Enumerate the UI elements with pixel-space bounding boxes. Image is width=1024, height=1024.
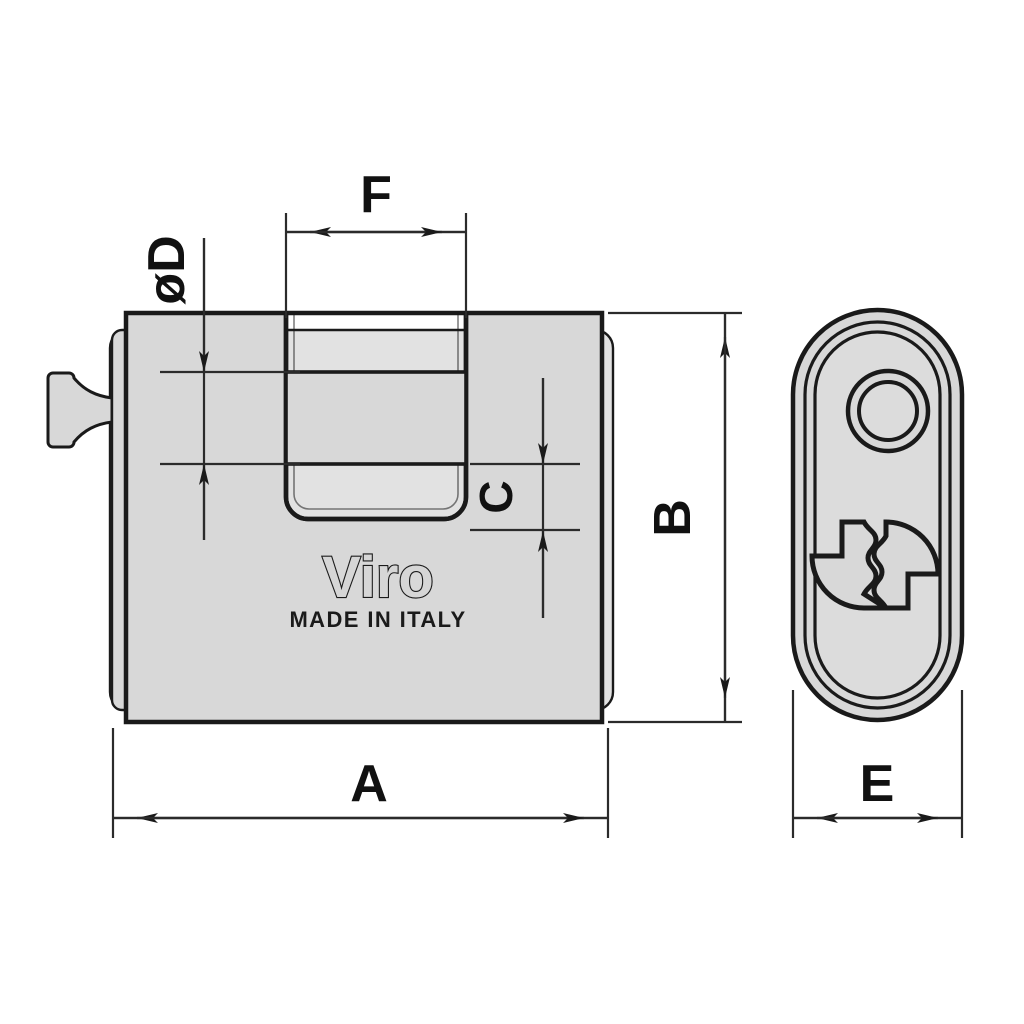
- dimension-D: øD: [138, 235, 300, 540]
- shackle-slot-outline: [283, 313, 469, 522]
- keyway: [809, 519, 941, 611]
- keyway-upper-lobe: [871, 519, 941, 611]
- shackle-bar: [284, 370, 468, 466]
- dimension-C-label: C: [470, 480, 522, 513]
- brand-origin: MADE IN ITALY: [289, 607, 466, 632]
- dimension-E-label: E: [860, 755, 895, 813]
- dimension-B: B: [608, 311, 742, 724]
- dimension-C: C: [470, 378, 580, 618]
- dimension-A: A: [111, 728, 610, 838]
- dimension-F: F: [284, 166, 468, 318]
- front-view: Viro MADE IN ITALY øD F: [46, 166, 742, 838]
- brand-logo: Viro: [322, 545, 434, 610]
- shackle-hole-inner: [857, 380, 919, 442]
- keyway-lower-lobe: [809, 519, 895, 611]
- side-pin: [46, 371, 114, 449]
- dimension-A-label: A: [350, 755, 388, 813]
- dimension-B-label: B: [644, 499, 702, 537]
- shackle-slot-inner-line: [293, 313, 459, 510]
- dimension-E: E: [791, 690, 964, 838]
- dimension-D-label: øD: [138, 235, 196, 304]
- side-body-chamfer-1: [803, 320, 952, 710]
- side-view: E: [790, 307, 965, 838]
- dimension-F-label: F: [360, 166, 392, 224]
